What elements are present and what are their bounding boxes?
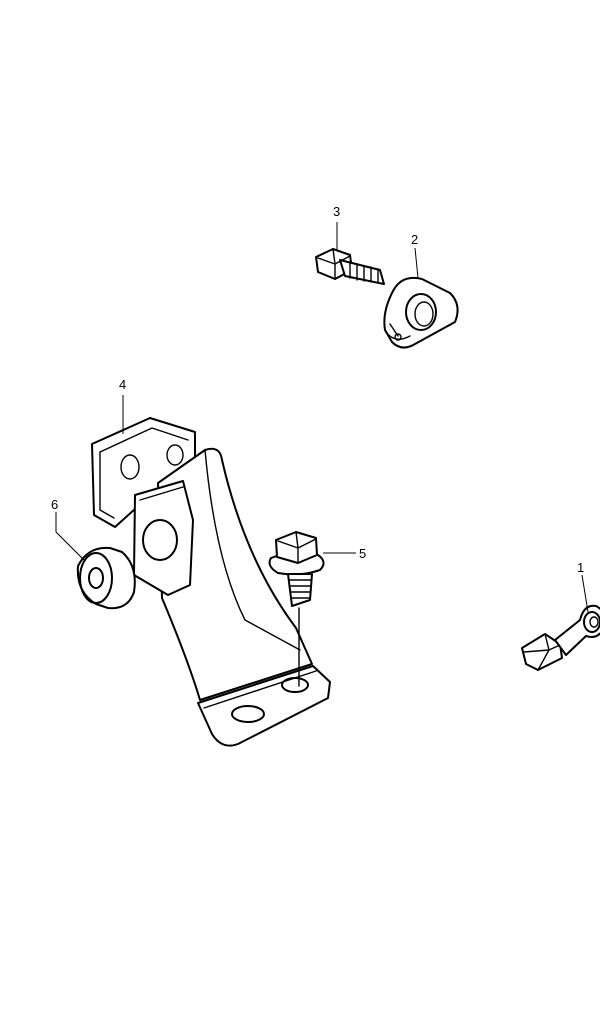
bolt-icon[interactable] (315, 248, 385, 285)
grommet-icon[interactable] (76, 546, 136, 610)
callout-1: 1 (577, 560, 584, 575)
bracket-icon[interactable] (91, 417, 331, 747)
callout-5: 5 (359, 546, 366, 561)
leader-lines (55, 222, 589, 613)
callout-4: 4 (119, 377, 126, 392)
callout-6: 6 (51, 497, 58, 512)
hose-fitting-icon[interactable] (521, 604, 600, 671)
clamp-icon[interactable] (383, 276, 459, 349)
callout-2: 2 (411, 232, 418, 247)
flange-bolt-icon[interactable] (268, 531, 325, 687)
callout-3: 3 (333, 204, 340, 219)
